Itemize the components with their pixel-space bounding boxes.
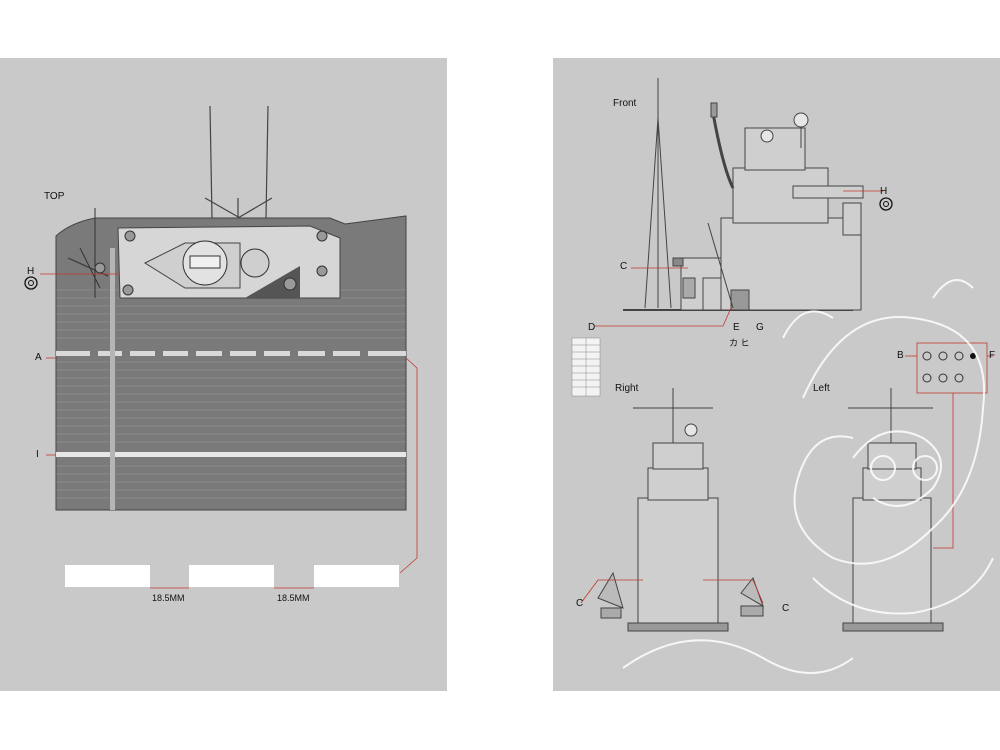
h-target-icon <box>24 276 38 290</box>
deck-walkway <box>110 248 115 510</box>
top-view-panel: TOP H A I 18.5MM 18.5MM <box>0 58 447 691</box>
deck-line-a <box>56 351 406 356</box>
h-target-icon-front <box>879 197 893 211</box>
callout-lines <box>40 273 418 574</box>
deck-line-i <box>56 452 406 457</box>
left-view-label: Left <box>813 383 830 394</box>
small-part-table <box>571 337 601 397</box>
dimension-1: 18.5MM <box>152 593 185 603</box>
callout-lines-right <box>580 190 993 604</box>
label-b: B <box>897 350 904 361</box>
front-view-drawing <box>623 78 864 311</box>
front-view-label: Front <box>613 98 637 109</box>
superstructure-top <box>117 225 341 299</box>
watermark-drawing <box>622 279 994 674</box>
left-view-drawing <box>842 388 944 632</box>
label-c-front: C <box>620 261 628 272</box>
label-c-right: C <box>576 598 584 609</box>
strip-parts <box>65 565 399 587</box>
label-c-right-2: C <box>782 603 790 614</box>
small-japanese-text: カ ヒ <box>729 338 750 348</box>
elevation-drawing <box>571 78 994 674</box>
label-a: A <box>35 352 42 363</box>
top-view-label: TOP <box>44 191 65 202</box>
label-g: G <box>756 322 764 333</box>
label-d: D <box>588 322 596 333</box>
mast-lines <box>204 105 273 219</box>
top-view-drawing <box>24 105 418 589</box>
label-h-top: H <box>27 266 35 277</box>
label-e: E <box>733 322 740 333</box>
elevation-views-panel: Front Right Left C D E G カ ヒ H B F C C <box>553 58 1000 691</box>
crane-top <box>67 208 109 298</box>
dimension-2: 18.5MM <box>277 593 310 603</box>
right-view-drawing <box>597 388 764 632</box>
label-f: F <box>989 350 996 361</box>
label-i: I <box>36 449 39 460</box>
right-view-label: Right <box>615 383 639 394</box>
part-box-bf <box>916 342 988 394</box>
label-h-front: H <box>880 186 888 197</box>
deck-line-a-breaks <box>90 351 368 356</box>
